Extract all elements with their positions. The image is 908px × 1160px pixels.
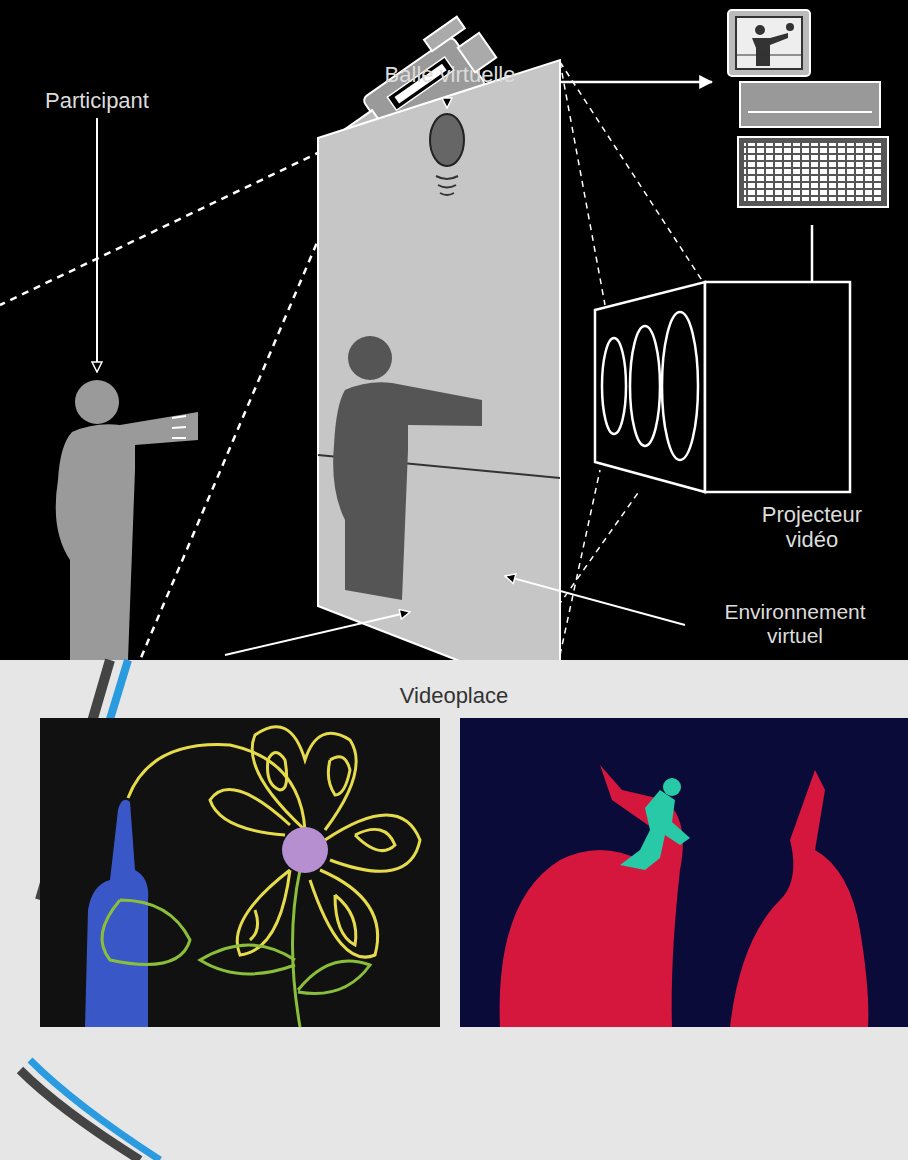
leader-line: [225, 612, 410, 655]
projector-label: Projecteur vidéo: [737, 502, 887, 553]
participant-label: Participant: [17, 88, 177, 113]
computer: [728, 10, 888, 207]
projection-screen: [318, 60, 560, 700]
motion-lines: [172, 416, 186, 438]
video-projector: [595, 282, 850, 492]
creature-hands-image: [460, 718, 908, 1027]
leader-line: [505, 576, 685, 625]
leader-line: [96, 118, 98, 372]
virtual-ball: [430, 114, 464, 195]
leader-line: [446, 96, 448, 108]
participant-figure: [56, 380, 198, 660]
ball-label: Balle virtuelle: [350, 62, 550, 87]
slide-title: Videoplace: [0, 683, 908, 708]
projected-figure: [333, 336, 482, 600]
slide-ground: [0, 660, 908, 1160]
flower-drawing-image: [40, 718, 440, 1027]
environment-label: Environnement virtuel: [695, 600, 895, 648]
camera-field: [0, 140, 352, 660]
